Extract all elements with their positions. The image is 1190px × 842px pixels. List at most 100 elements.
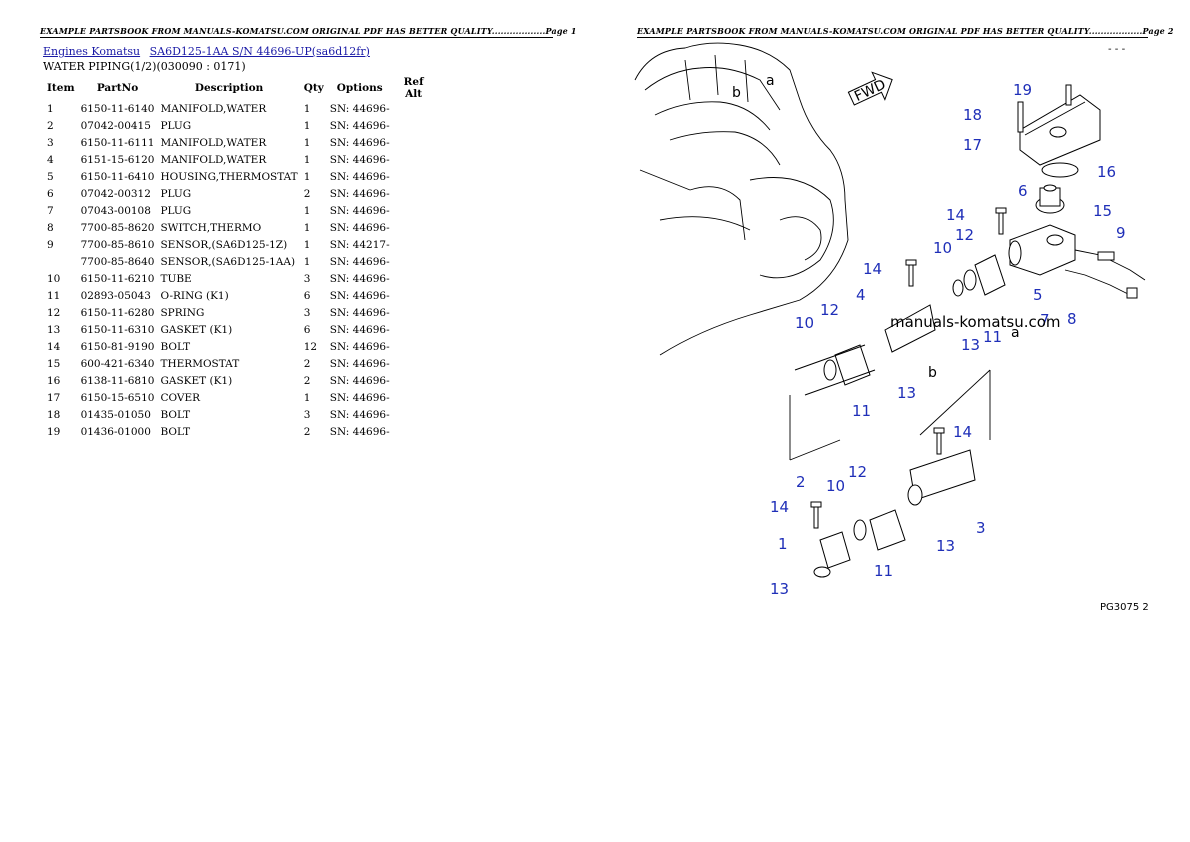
thermostat-housing <box>1008 224 1076 276</box>
cell-options: SN: 44696- <box>329 425 390 438</box>
breadcrumb-link-model[interactable]: SA6D125-1AA S/N 44696-UP(sa6d12fr) <box>149 45 370 58</box>
cell-partno: 07042-00415 <box>80 119 151 132</box>
cell-description: PLUG <box>160 204 192 217</box>
cell-partno: 01435-01050 <box>80 408 151 421</box>
col-header-qty: Qty <box>303 82 324 94</box>
tube-assembly-upper <box>884 254 1006 353</box>
callout-number: 9 <box>1116 224 1126 242</box>
cell-ref-alt <box>393 185 435 202</box>
cell-item: 15 <box>47 357 61 370</box>
parts-table: Item PartNo Description Qty Options Ref … <box>44 76 435 440</box>
cell-description: PLUG <box>160 187 192 200</box>
page2-header: EXAMPLE PARTSBOOK FROM MANUALS-KOMATSU.C… <box>637 26 1174 38</box>
cell-qty: 2 <box>303 187 311 200</box>
callout-number: 5 <box>1033 286 1043 304</box>
callout-number: 16 <box>1097 163 1116 181</box>
page1-header: EXAMPLE PARTSBOOK FROM MANUALS-KOMATSU.C… <box>40 26 577 38</box>
bolts <box>810 207 1007 529</box>
cell-partno: 02893-05043 <box>80 289 151 302</box>
breadcrumb-link-engines[interactable]: Engines Komatsu <box>43 45 141 58</box>
cell-description: BOLT <box>160 408 191 421</box>
cell-ref-alt <box>393 151 435 168</box>
forward-arrow: FWD <box>847 71 893 106</box>
cell-partno: 6138-11-6810 <box>80 374 155 387</box>
cell-options: SN: 44696- <box>329 289 390 302</box>
cell-partno: 6150-11-6111 <box>80 136 155 149</box>
cell-qty: 2 <box>303 425 311 438</box>
cell-options: SN: 44696- <box>329 340 390 353</box>
parts-diagram: FWD <box>634 42 1149 613</box>
cell-item: 6 <box>47 187 54 200</box>
tube-assembly-left <box>794 344 876 396</box>
callout-number: 10 <box>795 314 814 332</box>
cell-description: SENSOR,(SA6D125-1AA) <box>160 255 296 268</box>
cell-options: SN: 44696- <box>329 170 390 183</box>
cell-qty: 1 <box>303 391 311 404</box>
cell-qty: 2 <box>303 374 311 387</box>
sensor-wiring <box>1064 249 1146 299</box>
callout-number: 11 <box>852 402 871 420</box>
cell-ref-alt <box>393 406 435 423</box>
callout-number: 10 <box>826 477 845 495</box>
cell-options: SN: 44217- <box>329 238 390 251</box>
cell-description: MANIFOLD,WATER <box>160 153 267 166</box>
cell-description: GASKET (K1) <box>160 323 233 336</box>
callout-number: 8 <box>1067 310 1077 328</box>
callout-number: 4 <box>856 286 866 304</box>
cell-item: 8 <box>47 221 54 234</box>
cell-partno: 6150-11-6410 <box>80 170 155 183</box>
cell-ref-alt <box>393 168 435 185</box>
reference-letter: b <box>732 85 741 101</box>
cell-item: 14 <box>47 340 61 353</box>
cell-partno: 6150-11-6210 <box>80 272 155 285</box>
callout-number: 12 <box>955 226 974 244</box>
thermostat <box>1035 184 1065 214</box>
cell-description: THERMOSTAT <box>160 357 240 370</box>
cell-ref-alt <box>393 321 435 338</box>
gasket-ring <box>1041 162 1079 178</box>
cell-item: 4 <box>47 153 54 166</box>
cell-qty: 1 <box>303 102 311 115</box>
col-header-options: Options <box>336 82 383 94</box>
cell-description: SENSOR,(SA6D125-1Z) <box>160 238 288 251</box>
cell-options: SN: 44696- <box>329 255 390 268</box>
cell-item: 3 <box>47 136 54 149</box>
cell-partno: 6150-11-6140 <box>80 102 155 115</box>
cell-item: 16 <box>47 374 61 387</box>
cell-item: 18 <box>47 408 61 421</box>
cell-qty: 1 <box>303 153 311 166</box>
cell-qty: 1 <box>303 204 311 217</box>
cell-item: 13 <box>47 323 61 336</box>
cell-item: 19 <box>47 425 61 438</box>
cell-partno: 6150-15-6510 <box>80 391 155 404</box>
callout-number: 3 <box>976 519 986 537</box>
forward-label: FWD <box>852 77 888 105</box>
cell-options: SN: 44696- <box>329 323 390 336</box>
col-header-ref-alt: Ref Alt <box>403 76 424 100</box>
cell-item: 17 <box>47 391 61 404</box>
callout-number: 17 <box>963 136 982 154</box>
callout-number: 11 <box>874 562 893 580</box>
cell-partno: 7700-85-8640 <box>80 255 155 268</box>
callout-number: 2 <box>796 473 806 491</box>
cell-item: 1 <box>47 102 54 115</box>
cell-ref-alt <box>393 219 435 236</box>
cell-description: O-RING (K1) <box>160 289 229 302</box>
cell-options: SN: 44696- <box>329 272 390 285</box>
cell-ref-alt <box>393 100 435 117</box>
breadcrumb: Engines Komatsu SA6D125-1AA S/N 44696-UP… <box>43 45 376 58</box>
cell-ref-alt <box>393 236 435 253</box>
cell-description: BOLT <box>160 425 191 438</box>
